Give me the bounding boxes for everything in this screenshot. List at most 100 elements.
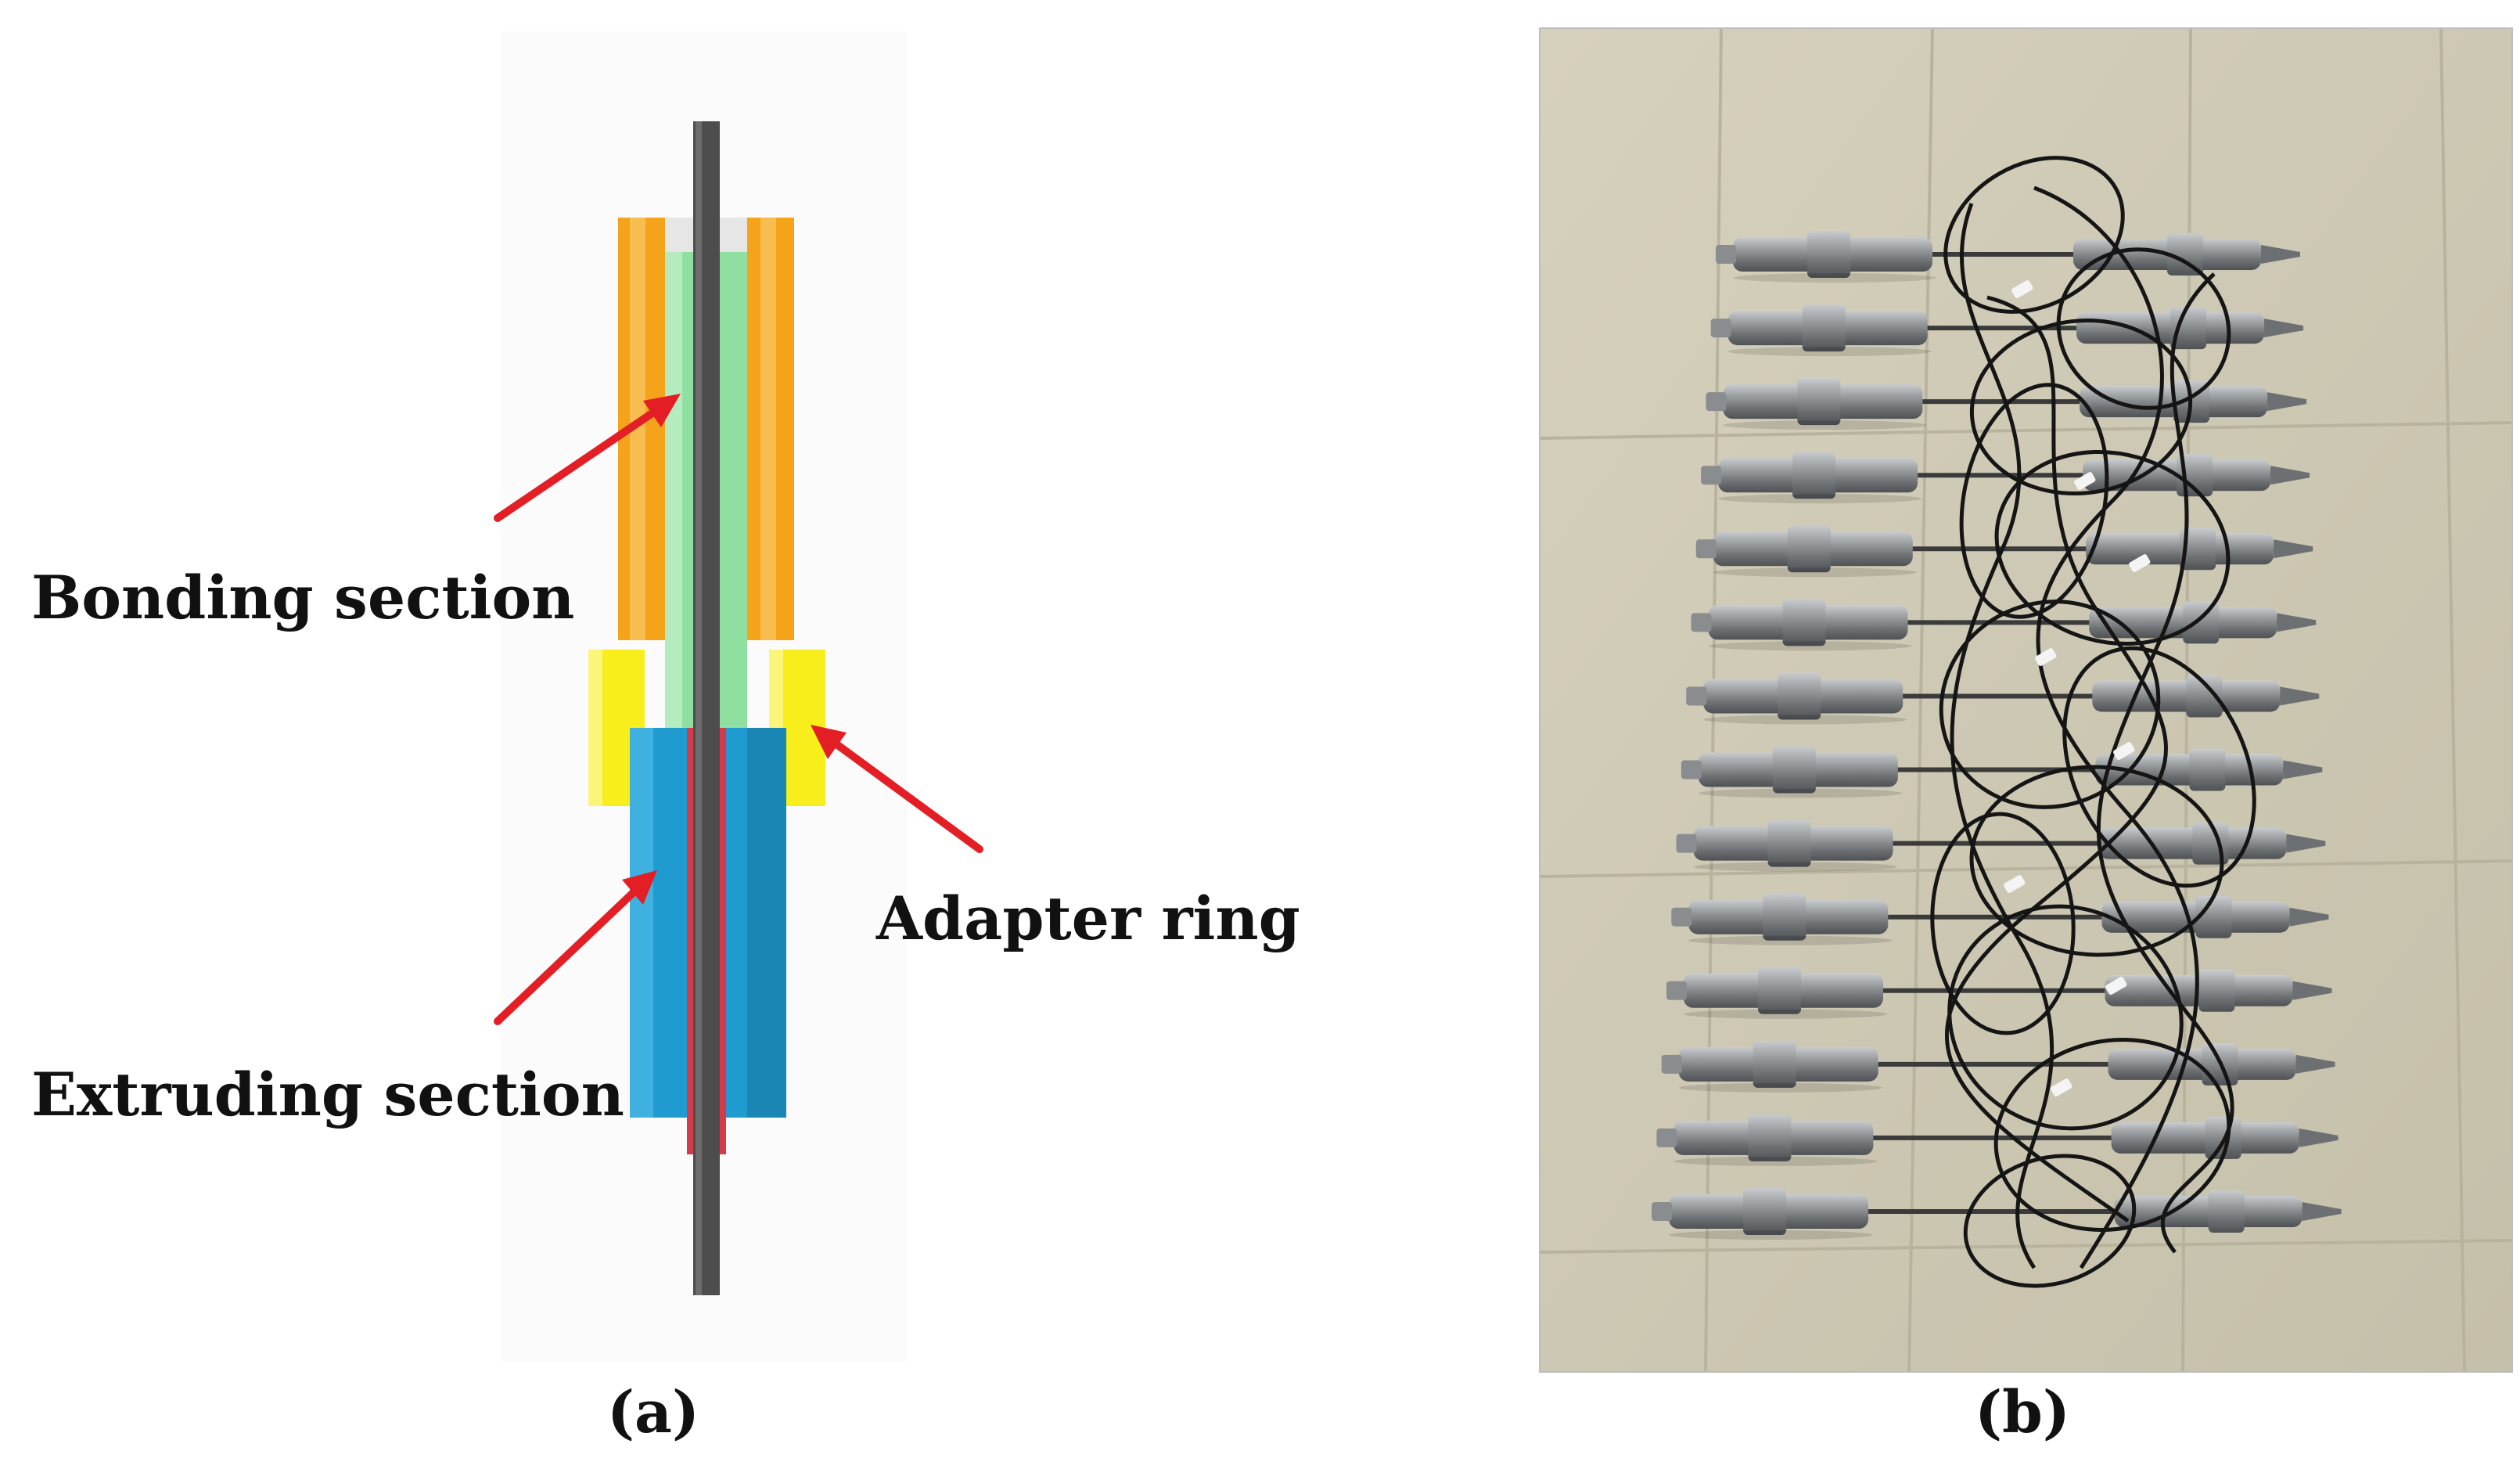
anchor-shadow (1703, 715, 1907, 725)
anchor-shadow (1678, 1082, 1882, 1093)
anchor-right-collar (2170, 307, 2207, 350)
caption-b-close: ) (2043, 1379, 2070, 1446)
anchor-right-collar (2208, 1190, 2245, 1233)
anchor-shadow (1698, 788, 1902, 798)
caption-a-open: ( (607, 1379, 634, 1446)
anchor-shadow (1733, 273, 1936, 283)
anchor-left-tip (1686, 686, 1707, 706)
anchor-left-collar (1752, 1040, 1796, 1088)
cable-loop (1939, 599, 2161, 809)
cable-loop (1994, 449, 2231, 646)
anchor-left-tip (1656, 1128, 1677, 1147)
anchor-right-collar (2195, 895, 2232, 938)
anchor-left-collar (1797, 378, 1841, 426)
anchor-left-collar (1743, 1188, 1787, 1235)
anchor-left-tip (1661, 1054, 1682, 1074)
panel-a: Bonding section Adapter ring Extruding s… (31, 31, 1300, 1446)
anchor-left-tip (1710, 319, 1731, 338)
anchor-right-tip (2274, 539, 2313, 559)
photo-frame (1539, 27, 2513, 1373)
anchor-shadow (1718, 494, 1922, 504)
cable-strand (1944, 295, 2168, 1223)
cable-strand (2097, 272, 2234, 1254)
caption-b-letter: b (2002, 1379, 2043, 1446)
panel-b: (b) (1539, 27, 2513, 1446)
cable-loop (1930, 812, 2076, 1035)
cable-tag (2105, 977, 2127, 996)
adapter-arrow-icon (811, 725, 983, 853)
anchor-unit (1661, 1040, 2335, 1093)
anchor-right-tip (2267, 392, 2307, 412)
caption-b-open: ( (1975, 1379, 2002, 1446)
anchor-unit (1681, 746, 2323, 798)
floor-grout-line (1540, 859, 2512, 878)
anchor-shadow (1693, 862, 1897, 872)
cable-tag (2113, 742, 2135, 761)
anchor-right-collar (2189, 748, 2226, 791)
extruding-section-label: Extruding section (31, 1060, 624, 1129)
floor-grout-line (2439, 28, 2466, 1372)
cable-tag (2074, 472, 2096, 491)
anchor-left-tip (1681, 760, 1702, 780)
anchor-left-collar (1778, 672, 1821, 720)
anchor-left-tip (1652, 1202, 1673, 1221)
anchor-left-collar (1787, 525, 1831, 573)
anchor-shadow (1684, 1009, 1887, 1019)
anchor-left-collar (1807, 231, 1850, 278)
anchor-right-collar (2183, 601, 2220, 644)
anchor-right-tip (2264, 319, 2304, 338)
adapter-ring-label: Adapter ring (875, 884, 1300, 953)
anchor-left-tip (1666, 981, 1687, 1000)
anchor-left-tip (1701, 466, 1722, 485)
cable-loop (1969, 318, 2193, 496)
cable-tag (2011, 280, 2033, 299)
anchor-right-tip (2302, 1202, 2342, 1221)
anchor-left-collar (1748, 1114, 1792, 1161)
cable-loop (1969, 765, 2224, 957)
anchor-left-collar (1792, 452, 1836, 499)
caption-a-close: ) (672, 1379, 699, 1446)
cable-loop (1943, 156, 2125, 314)
floor-grout-line (1540, 421, 2512, 440)
caption-a-letter: a (634, 1379, 672, 1446)
cable-loop (2056, 247, 2231, 410)
anchor-right-tip (2283, 760, 2323, 780)
anchor-shadow (1673, 1156, 1878, 1166)
anchor-shadow (1713, 567, 1917, 578)
cable-strand (1950, 203, 2054, 1269)
outer-sleeve-icon (618, 218, 794, 640)
anchor-left-tip (1706, 392, 1727, 412)
anchor-unit (1671, 893, 2329, 945)
anchor-left-tip (1716, 245, 1736, 264)
anchor-left-collar (1767, 819, 1811, 867)
anchor-right-tip (2270, 466, 2310, 485)
anchor-shadow (1723, 420, 1927, 430)
central-rod-icon (693, 121, 720, 1295)
anchor-unit (1686, 672, 2320, 725)
anchor-shadow (1708, 641, 1912, 651)
anchor-right-tip (2286, 834, 2326, 853)
anchor-right-collar (2180, 527, 2216, 571)
bonding-arrow-icon (494, 394, 681, 522)
anchor-left-collar (1802, 304, 1846, 352)
anchor-right-tip (2277, 613, 2317, 632)
anchor-unit (1676, 819, 2326, 872)
cable-loop (2062, 646, 2256, 888)
anchor-right-collar (2167, 233, 2203, 275)
anchor-right-tip (2299, 1128, 2338, 1147)
cable-loop (1963, 1154, 2137, 1288)
anchor-right-tip (2280, 686, 2320, 706)
cable-loop (1959, 383, 2109, 619)
cable-bundle-icon (1930, 156, 2256, 1288)
anchor-left-collar (1772, 746, 1816, 794)
extruding-arrow-icon (494, 870, 657, 1025)
anchor-shadow (1727, 347, 1932, 357)
anchor-shadow (1688, 935, 1893, 945)
floor-grout-line (1540, 1239, 2512, 1254)
anchor-left-collar (1758, 967, 1801, 1014)
anchor-left-collar (1782, 599, 1826, 646)
anchor-shadow (1669, 1230, 1873, 1240)
anchor-unit (1656, 1114, 2338, 1166)
anchor-row-icon (1652, 231, 2342, 1240)
anchor-left-collar (1763, 893, 1806, 941)
